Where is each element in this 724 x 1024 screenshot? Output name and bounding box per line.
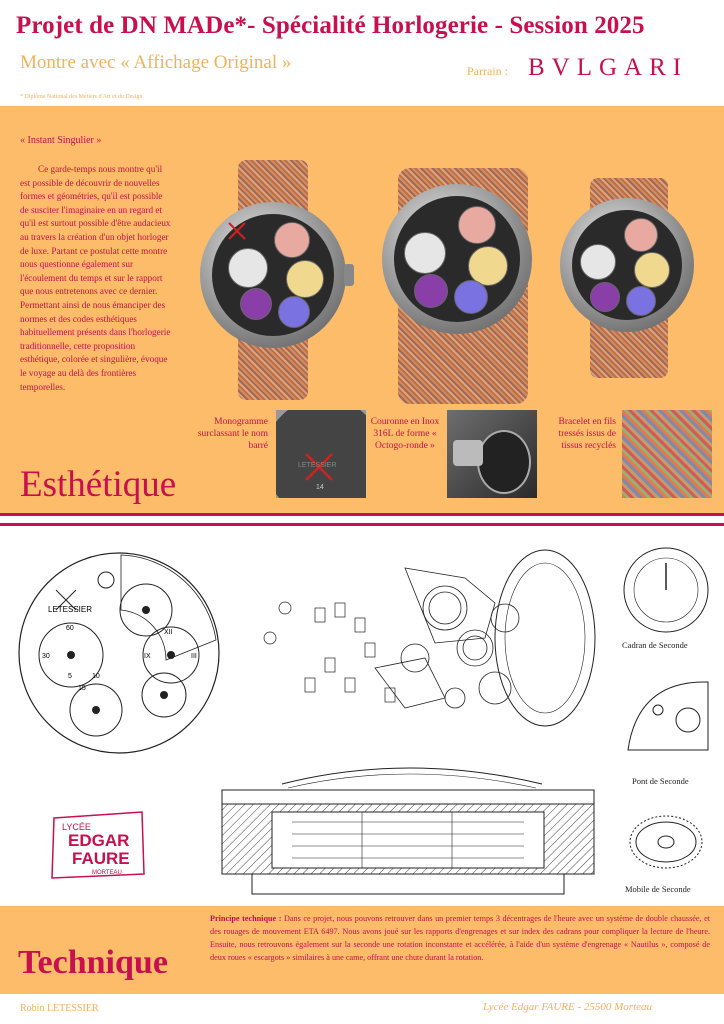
movement-section-drawing (221, 767, 595, 895)
page-title: Projet de DN MADe*- Spécialité Horlogeri… (16, 12, 645, 39)
seconds-wheel-drawing (629, 815, 703, 869)
author-name: Robin LETESSIER (20, 1003, 99, 1014)
dial-exploded-drawing: LETESSIER 30 10 5 15 60 XII IX III (18, 552, 220, 754)
svg-text:30: 30 (42, 653, 50, 660)
divider (0, 513, 724, 516)
section-title-esthetique: Esthétique (20, 464, 177, 505)
feature-image-monogramme: LETESSIER 14 (276, 410, 366, 498)
feature-label-bracelet: Bracelet en fils tressés issus de tissus… (558, 417, 616, 451)
svg-text:FAURE: FAURE (72, 849, 130, 868)
caption-pont: Pont de Seconde (632, 776, 689, 786)
subdial-pink (274, 222, 310, 258)
svg-text:LYCÉE: LYCÉE (62, 822, 91, 832)
sponsor-label: Parrain : (467, 64, 508, 78)
seconds-bridge-drawing (627, 681, 709, 751)
crossed-logo-icon (305, 453, 333, 481)
watch-crown (344, 264, 354, 286)
technique-panel (0, 906, 724, 994)
page-subtitle: Montre avec « Affichage Original » (20, 52, 292, 73)
svg-text:III: III (191, 653, 197, 660)
subdial-pink (624, 218, 658, 252)
svg-text:EDGAR: EDGAR (68, 831, 129, 850)
watch-render-front (198, 160, 358, 400)
feature-label-couronne: Couronne en Inox 316L de forme « Octogo-… (370, 417, 440, 451)
movement-exploded-drawing (263, 549, 596, 727)
caption-mobile: Mobile de Seconde (625, 884, 691, 894)
dial-logo-text: LETESSIER (298, 462, 337, 469)
subdial-blue (278, 296, 310, 328)
subdial-blue (454, 280, 488, 314)
subdial-pink (458, 206, 496, 244)
sponsor-brand-logo: BVLGARI (528, 54, 689, 81)
school-name: Lycée Edgar FAURE - 25500 Morteau (483, 1001, 653, 1013)
subdial-white (228, 248, 268, 288)
subdial-yellow (468, 246, 508, 286)
subdial-yellow (286, 260, 324, 298)
svg-text:15: 15 (78, 685, 86, 692)
svg-text:MORTEAU: MORTEAU (92, 870, 122, 876)
feature-label-monogramme: Monogramme surclassant le nom barré (197, 417, 268, 451)
subdial-white (404, 232, 446, 274)
footnote: * Diplôme National des Métiers d'Art et … (20, 94, 143, 100)
intro-title: « Instant Singulier » (20, 135, 102, 146)
feature-image-couronne (447, 410, 537, 498)
subdial-purple (590, 282, 620, 312)
subdial-purple (414, 274, 448, 308)
school-logo: LYCÉE EDGAR FAURE MORTEAU (48, 810, 148, 880)
crossed-logo-icon (228, 222, 246, 240)
seconds-dial-drawing (623, 547, 709, 633)
subdial-white (580, 244, 616, 280)
svg-text:10: 10 (92, 673, 100, 680)
svg-text:60: 60 (66, 625, 74, 632)
svg-text:5: 5 (68, 673, 72, 680)
principle-label: Principe technique : (210, 914, 282, 923)
svg-text:IX: IX (144, 653, 151, 660)
subdial-blue (626, 286, 656, 316)
caption-cadran: Cadran de Seconde (622, 640, 688, 650)
subdial-yellow (634, 252, 670, 288)
subdial-purple (240, 288, 272, 320)
intro-text: Ce garde-temps nous montre qu'il est pos… (20, 164, 171, 392)
watch-render-angled (376, 168, 551, 404)
section-title-technique: Technique (18, 944, 168, 981)
principle-text: Principe technique : Dans ce projet, nou… (210, 912, 710, 964)
svg-text:XII: XII (164, 629, 173, 636)
divider (0, 523, 724, 526)
watch-render-side (560, 178, 700, 378)
principle-body: Dans ce projet, nous pouvons retrouver d… (210, 914, 711, 962)
feature-image-bracelet (622, 410, 712, 498)
drawing-logo-text: LETESSIER (48, 605, 92, 614)
dial-numeral: 14 (316, 484, 324, 491)
